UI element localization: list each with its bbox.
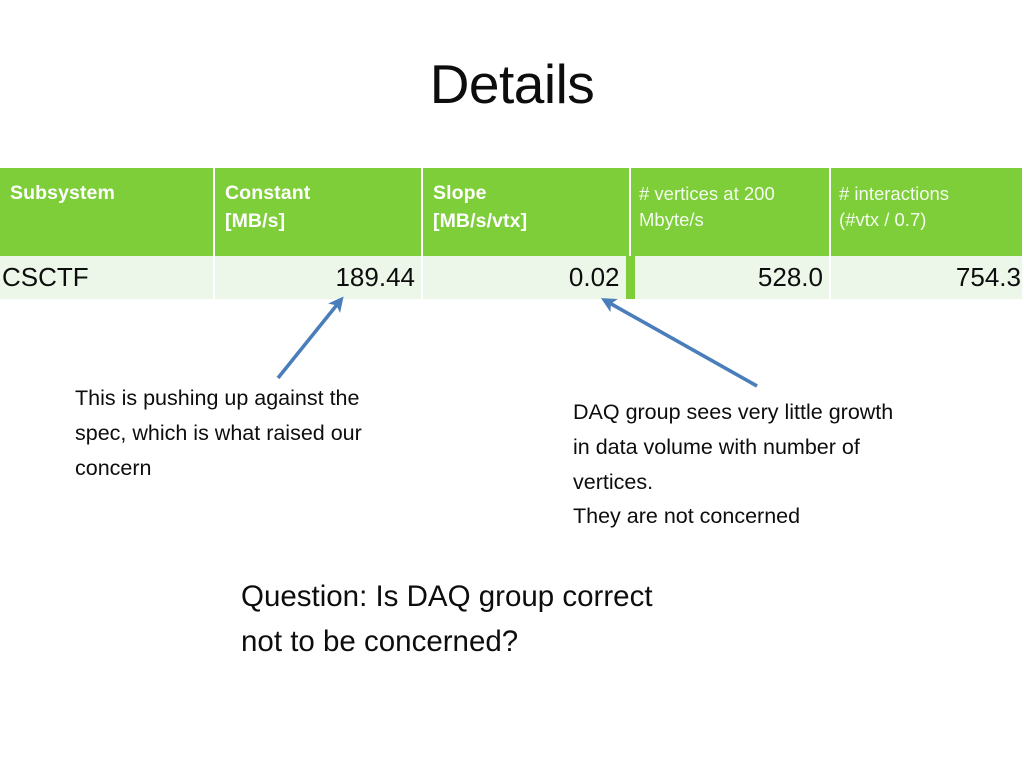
annotation-left-line2: spec, which is what raised our [75, 420, 362, 445]
column-header-interactions-line2: (#vtx / 0.7) [839, 209, 927, 231]
cell-subsystem: CSCTF [0, 256, 215, 299]
column-header-vertices-line2: Mbyte/s [639, 209, 704, 231]
column-header-constant: Constant [MB/s] [214, 168, 423, 256]
column-header-vertices-at-200: # vertices at 200 Mbyte/s [630, 168, 831, 256]
column-header-interactions: # interactions (#vtx / 0.7) [830, 168, 1022, 256]
annotation-left-line3: concern [75, 455, 152, 480]
column-header-slope: Slope [MB/s/vtx] [422, 168, 631, 256]
question-line1: Question: Is DAQ group correct [241, 580, 653, 613]
column-header-subsystem: Subsystem [0, 168, 215, 256]
column-header-interactions-line1: # interactions [839, 183, 950, 204]
annotation-right-line2: in data volume with number of [573, 434, 860, 459]
annotation-right-line4: They are not concerned [573, 504, 801, 529]
annotation-right-line3: vertices. [573, 469, 654, 494]
column-header-slope-line2: [MB/s/vtx] [433, 209, 528, 232]
annotation-left: This is pushing up against the spec, whi… [75, 381, 445, 485]
cell-vertices-at-200: 528.0 [625, 256, 831, 299]
column-header-constant-line2: [MB/s] [225, 209, 286, 232]
column-header-constant-line1: Constant [225, 182, 311, 204]
details-table: Subsystem Constant [MB/s] Slope [MB/s/vt… [0, 168, 1022, 299]
annotation-right: DAQ group sees very little growth in dat… [573, 395, 953, 534]
page-title: Details [429, 53, 595, 115]
table-row: CSCTF 189.44 0.02 528.0 754.3 [0, 256, 1022, 299]
table-header-row: Subsystem Constant [MB/s] Slope [MB/s/vt… [0, 168, 1022, 256]
cell-interactions: 754.3 [830, 256, 1022, 299]
annotation-right-line1: DAQ group sees very little growth [573, 400, 894, 424]
arrow-to-constant-value [276, 296, 344, 380]
column-header-subsystem-line1: Subsystem [10, 182, 115, 204]
question-block: Question: Is DAQ group correct not to be… [241, 575, 861, 665]
arrow-to-slope-value [600, 298, 758, 388]
column-header-vertices-line1: # vertices at 200 [639, 183, 775, 204]
question-line2: not to be concerned? [241, 624, 519, 658]
column-header-slope-line1: Slope [433, 182, 487, 204]
annotation-left-line1: This is pushing up against the [75, 386, 360, 410]
cell-slope: 0.02 [422, 256, 631, 299]
cell-constant: 189.44 [214, 256, 423, 299]
